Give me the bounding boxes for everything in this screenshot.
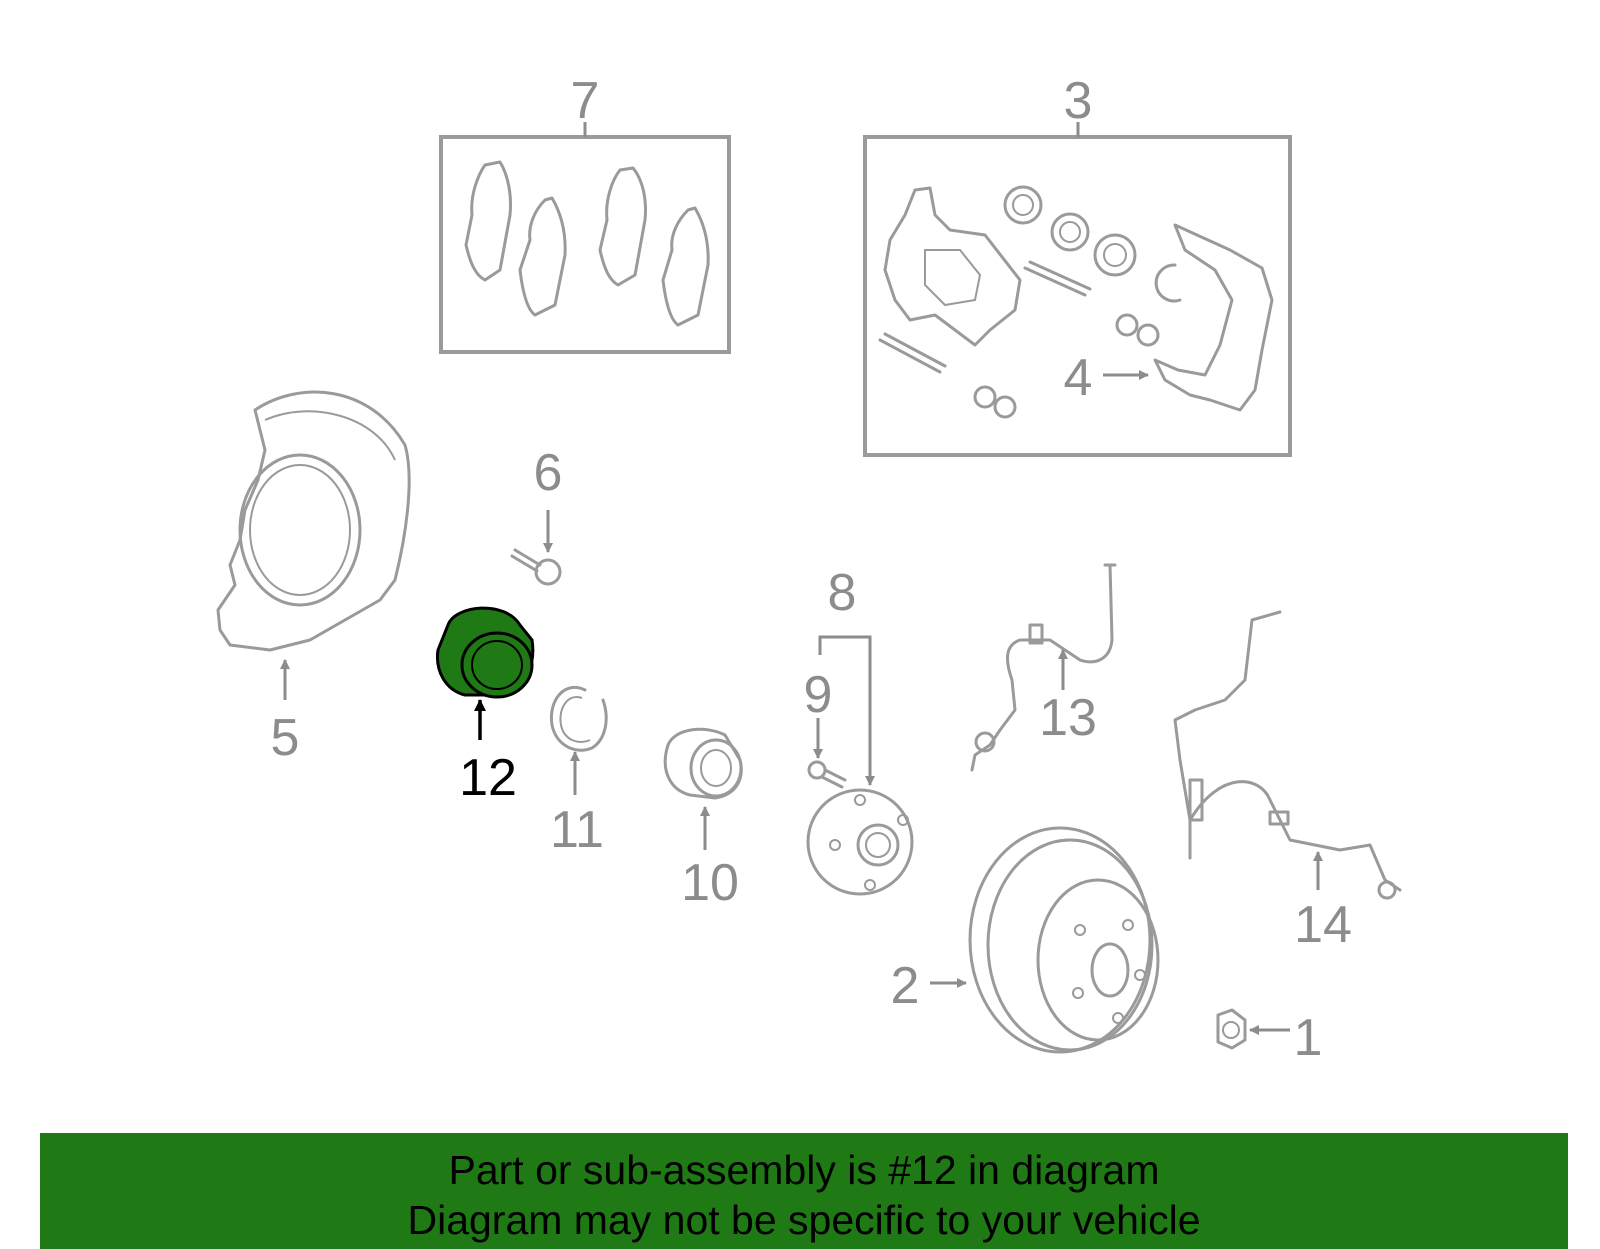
- harness-14-group[interactable]: 14: [1173, 610, 1402, 954]
- bolt-icon: [510, 548, 562, 586]
- nut-icon: [1216, 1008, 1247, 1050]
- callout-5: 5: [271, 709, 300, 767]
- seal-icon: [435, 606, 535, 699]
- rotor-group[interactable]: 2: [891, 826, 1160, 1054]
- callout-13: 13: [1039, 689, 1097, 747]
- caliper-kit-box: [863, 135, 1292, 457]
- brake-pad-icon: [464, 160, 710, 327]
- bearing-group[interactable]: 10: [663, 727, 743, 912]
- dust-shield-icon: [216, 390, 411, 652]
- callout-10: 10: [681, 854, 739, 912]
- caliper-assembly-group[interactable]: 3 4: [863, 72, 1292, 457]
- banner-line-2: Diagram may not be specific to your vehi…: [407, 1197, 1201, 1243]
- callout-8: 8: [828, 564, 857, 622]
- callout-3: 3: [1064, 72, 1093, 130]
- callout-11: 11: [550, 801, 604, 859]
- caliper-icon: [878, 185, 1274, 419]
- callout-9: 9: [804, 666, 833, 724]
- nut-group[interactable]: 1: [1216, 1008, 1323, 1067]
- banner-line-1: Part or sub-assembly is #12 in diagram: [448, 1147, 1160, 1193]
- sensor-13-group[interactable]: 13: [970, 563, 1117, 772]
- bolt-group[interactable]: 6: [510, 444, 563, 586]
- hub-stud-group[interactable]: 9: [804, 666, 847, 789]
- parts-diagram: 7 3 4 5: [216, 72, 1402, 1067]
- bearing-icon: [663, 727, 743, 800]
- callout-1: 1: [1294, 1009, 1323, 1067]
- sensor-icon: [970, 563, 1117, 772]
- callout-6: 6: [534, 444, 563, 502]
- callout-2: 2: [891, 957, 920, 1015]
- snap-ring-group[interactable]: 11: [549, 686, 608, 859]
- callout-14: 14: [1294, 896, 1352, 954]
- dust-shield-group[interactable]: 5: [216, 390, 411, 767]
- stud-icon: [807, 760, 847, 789]
- hub-icon: [806, 788, 914, 896]
- callout-7: 7: [571, 72, 600, 130]
- callout-4: 4: [1064, 349, 1093, 407]
- rotor-icon: [968, 826, 1160, 1054]
- hub-group[interactable]: 8: [806, 564, 914, 896]
- snap-ring-icon: [549, 686, 608, 752]
- brake-pad-kit-group[interactable]: 7: [439, 72, 731, 354]
- highlighted-part-12-group[interactable]: 12: [435, 606, 535, 807]
- info-banner: Part or sub-assembly is #12 in diagram D…: [40, 1133, 1568, 1249]
- harness-icon: [1173, 610, 1402, 900]
- callout-12: 12: [459, 749, 517, 807]
